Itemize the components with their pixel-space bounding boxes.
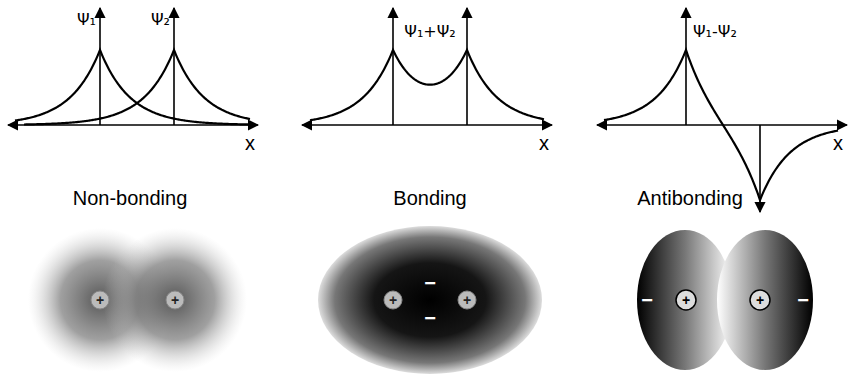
electron-charge: −	[424, 273, 436, 293]
wave-curve	[24, 50, 250, 124]
nonbonding-clouds	[28, 228, 247, 372]
nucleus-charge: +	[756, 293, 764, 307]
wave-curve	[310, 50, 544, 120]
nucleus-charge: +	[96, 293, 104, 307]
electron-charge: −	[424, 308, 436, 328]
electron-charge: −	[641, 290, 653, 310]
bonding-cloud	[318, 226, 542, 374]
electron-charge: −	[797, 290, 809, 310]
wave-curve	[604, 50, 838, 200]
wavefunction-label: Ψ₁	[77, 12, 96, 28]
nucleus-charge: +	[171, 293, 179, 307]
panel-title: Antibonding	[637, 188, 743, 208]
axis-label: x	[833, 133, 843, 153]
antibonding-lobes	[637, 230, 813, 370]
panel-title: Bonding	[393, 188, 466, 208]
panel-title: Non-bonding	[73, 188, 188, 208]
axis-label: x	[245, 133, 255, 153]
wavefunction-label: Ψ₁+Ψ₂	[404, 24, 455, 40]
axes	[8, 8, 847, 212]
nucleus-charge: +	[389, 293, 397, 307]
nucleus-charge: +	[463, 293, 471, 307]
nuclei	[91, 290, 770, 310]
wave-curve	[15, 50, 250, 124]
wavefunction-label: Ψ₂	[151, 12, 170, 28]
nucleus-charge: +	[682, 293, 690, 307]
wave-curves	[15, 50, 838, 200]
wavefunction-label: Ψ₁-Ψ₂	[693, 24, 737, 40]
axis-label: x	[539, 133, 549, 153]
